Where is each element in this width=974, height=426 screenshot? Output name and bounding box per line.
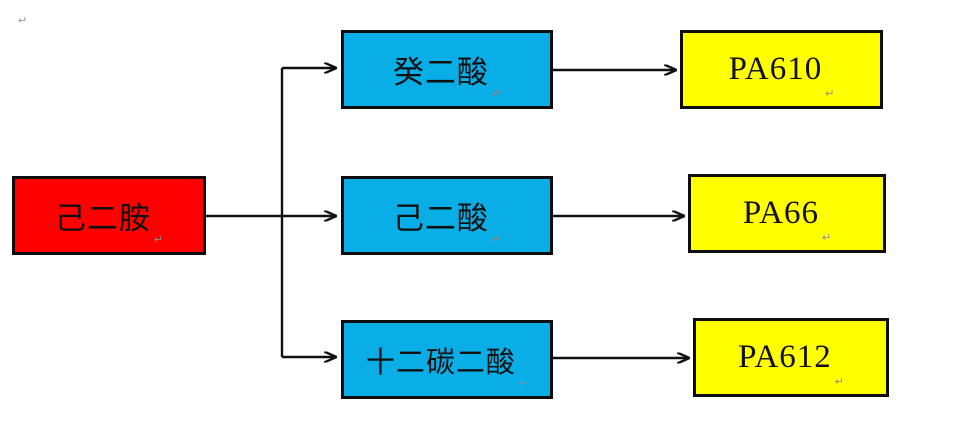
node-sebacic-acid-label: 癸二酸 [392, 55, 489, 90]
node-dodecanedioic-acid-label: 十二碳二酸 [365, 346, 516, 379]
node-pa66-label: PA66 [742, 195, 819, 231]
node-pa66[interactable]: PA66 ↵ [688, 174, 886, 253]
node-sebacic-acid[interactable]: 癸二酸 ↵ [341, 30, 553, 109]
node-dodecanedioic-acid[interactable]: 十二碳二酸 ↵ [341, 320, 553, 399]
document-pilcrow-icon: ↵ [18, 15, 28, 27]
node-dodecanedioic-acid-pilcrow-icon: ↵ [518, 378, 529, 390]
node-pa612-pilcrow-icon: ↵ [834, 376, 844, 388]
node-pa610-label: PA610 [728, 51, 823, 87]
node-adipic-acid-pilcrow-icon: ↵ [491, 234, 502, 246]
node-pa610-pilcrow-icon: ↵ [825, 88, 835, 100]
node-pa610[interactable]: PA610 ↵ [680, 30, 883, 109]
node-pa612-label: PA612 [738, 339, 832, 375]
node-sebacic-acid-pilcrow-icon: ↵ [491, 88, 502, 100]
node-pa612[interactable]: PA612 ↵ [693, 318, 889, 397]
node-diamine-pilcrow-icon: ↵ [153, 234, 164, 246]
node-pa66-pilcrow-icon: ↵ [821, 232, 832, 244]
node-diamine-label: 己二胺 [54, 201, 151, 236]
node-adipic-acid[interactable]: 己二酸 ↵ [341, 176, 553, 255]
node-adipic-acid-label: 己二酸 [392, 201, 489, 236]
node-diamine[interactable]: 己二胺 ↵ [12, 176, 206, 255]
